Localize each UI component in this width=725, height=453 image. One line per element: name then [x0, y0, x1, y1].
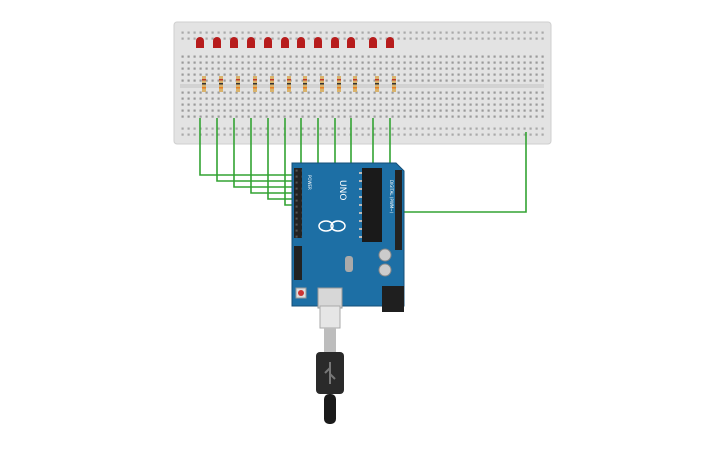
resistor-band: [303, 79, 307, 81]
led-8[interactable]: [314, 37, 322, 48]
led-9[interactable]: [331, 37, 339, 48]
resistor-band: [219, 79, 223, 81]
chip-pins-left: [359, 172, 362, 238]
breadboard[interactable]: [173, 21, 552, 145]
wire-2[interactable]: [216, 118, 300, 182]
wire-4[interactable]: [250, 118, 300, 194]
resistor-band: [392, 87, 396, 89]
resistor-band: [392, 83, 396, 85]
resistor-group: [202, 76, 396, 92]
led-5[interactable]: [264, 37, 272, 48]
resistor-band: [353, 87, 357, 89]
resistor-band: [253, 79, 257, 81]
wire-3[interactable]: [233, 118, 300, 188]
arduino-logo: UNO: [318, 180, 347, 232]
resistor-band: [270, 83, 274, 85]
resistor-band: [270, 79, 274, 81]
led-4[interactable]: [247, 37, 255, 48]
resistor-band: [353, 79, 357, 81]
resistor-band: [287, 83, 291, 85]
digital-label: DIGITAL (PWM~): [389, 180, 394, 214]
resistor-band: [219, 87, 223, 89]
power-label: POWER: [307, 175, 312, 190]
resistor-band: [337, 87, 341, 89]
led-group: [196, 37, 394, 48]
led-6[interactable]: [281, 37, 289, 48]
wire-1[interactable]: [199, 118, 300, 176]
resistor-band: [320, 87, 324, 89]
resistor-band: [337, 83, 341, 85]
usb-cable: [316, 305, 344, 424]
lower-terminal-strip: [180, 90, 544, 120]
resistor-band: [303, 87, 307, 89]
led-10[interactable]: [347, 37, 355, 48]
capacitor-1: [378, 248, 392, 262]
wire-5[interactable]: [267, 118, 300, 200]
led-11[interactable]: [369, 37, 377, 48]
resistor-band: [287, 87, 291, 89]
resistor-band: [219, 83, 223, 85]
resistor-band: [375, 83, 379, 85]
resistor-band: [236, 83, 240, 85]
usb-cord: [324, 394, 336, 424]
led-2[interactable]: [213, 37, 221, 48]
resistor-band: [202, 87, 206, 89]
usb-connector: [319, 305, 341, 329]
left-header-holes: [294, 168, 302, 238]
led-12[interactable]: [386, 37, 394, 48]
power-jack: [382, 286, 404, 312]
led-3[interactable]: [230, 37, 238, 48]
crystal-oscillator: [345, 256, 353, 272]
resistor-band: [303, 83, 307, 85]
resistor-band: [375, 87, 379, 89]
resistor-band: [287, 79, 291, 81]
ground-wire[interactable]: [400, 132, 527, 213]
usb-icon: [324, 362, 336, 384]
resistor-band: [253, 83, 257, 85]
resistor-band: [236, 87, 240, 89]
center-channel: [180, 84, 544, 88]
resistor-band: [236, 79, 240, 81]
resistor-band: [320, 83, 324, 85]
power-header: [294, 246, 302, 280]
brand-label: UNO: [337, 180, 347, 200]
upper-terminal-strip: [180, 52, 544, 82]
bottom-power-rail: [180, 126, 544, 138]
usb-port: [317, 287, 343, 309]
resistor-band: [270, 87, 274, 89]
resistor-band: [253, 87, 257, 89]
led-7[interactable]: [297, 37, 305, 48]
led-1[interactable]: [196, 37, 204, 48]
resistor-band: [320, 79, 324, 81]
resistor-band: [202, 83, 206, 85]
digital-header: [395, 170, 402, 250]
atmega-chip: [362, 168, 382, 242]
resistor-band: [202, 79, 206, 81]
resistor-band: [353, 83, 357, 85]
resistor-band: [337, 79, 341, 81]
reset-button-cap[interactable]: [298, 290, 304, 296]
resistor-band: [375, 79, 379, 81]
resistor-band: [392, 79, 396, 81]
arduino-uno-board[interactable]: UNO POWER DIGITAL (PWM~): [291, 162, 405, 312]
capacitor-2: [378, 263, 392, 277]
